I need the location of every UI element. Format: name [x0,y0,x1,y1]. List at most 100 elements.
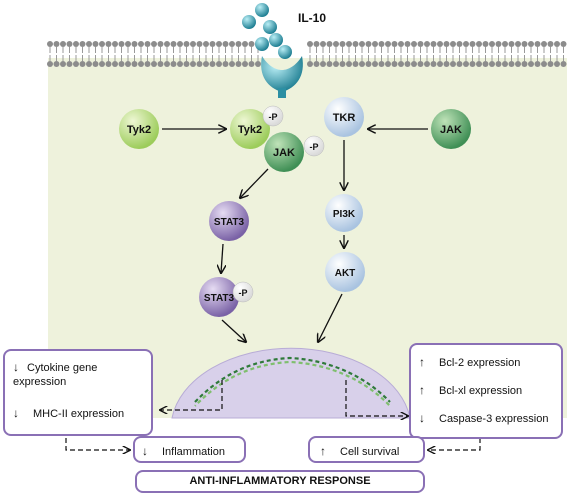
svg-text:STAT3: STAT3 [214,217,245,228]
lipid-head [443,61,450,67]
lipid-head [248,41,255,47]
lipid-head [53,61,60,67]
svg-text:STAT3: STAT3 [204,293,235,304]
svg-text:JAK: JAK [440,124,462,136]
lipid-head [450,61,456,67]
lipid-head [125,41,131,47]
il10-label: IL-10 [298,11,326,25]
lipid-head [105,61,112,67]
dashed-connectors [65,380,481,450]
lipid-head [170,41,177,47]
lipid-head [177,61,183,67]
lipid-head [222,61,229,67]
lipid-head [79,41,86,47]
lipid-head [73,61,79,67]
svg-text:JAK: JAK [273,147,295,159]
dash-nucleus-to-left [160,380,223,410]
lipid-head [437,41,443,47]
phospho-tyk2: -P [262,105,284,127]
lipid-head [476,41,482,47]
lipid-head [430,41,437,47]
lipid-head [495,61,502,67]
lipid-head [417,61,424,67]
lipid-head [489,41,495,47]
lipid-head [47,41,53,47]
dash-left-to-inflammation [65,438,130,450]
lipid-head [339,41,346,47]
lipid-head [138,41,144,47]
lipid-head [378,61,385,67]
lipid-head [385,41,391,47]
cytokine-gene-line: ↓Cytokine gene [13,360,98,374]
lipid-head [508,61,515,67]
lipid-head [378,41,385,47]
arrow-stat3-to-stat3 [221,243,223,273]
lipid-head [222,41,229,47]
lipid-head [411,61,417,67]
lipid-head [521,41,528,47]
lipid-head [203,41,209,47]
svg-text:AKT: AKT [335,268,356,279]
lipid-head [118,41,125,47]
lipid-head [144,41,151,47]
lipid-head [560,41,567,47]
lipid-head [404,41,411,47]
lipid-head [528,41,534,47]
svg-text:-P: -P [310,142,319,152]
tkr-node: TKR [324,97,364,137]
lipid-head [112,41,118,47]
arrow-jak-to-stat3 [240,168,269,198]
lipid-head [92,41,99,47]
phospho-jak: -P [303,135,325,157]
up-arrow-icon: ↑ [419,383,425,397]
dash-right-to-survival [428,438,481,450]
lipid-head [333,61,339,67]
cytokine-gene-line-2: expression [13,376,67,388]
lipid-head [307,61,313,67]
lipid-head [352,61,359,67]
lipid-head [242,61,248,67]
arrow-akt-to-nucleus [318,293,343,342]
lipid-head [482,41,489,47]
lipid-head [105,41,112,47]
lipid-head [229,41,235,47]
lipid-head [144,61,151,67]
lipid-head [502,41,508,47]
cell-membrane [47,41,567,67]
tyk2-left-node: Tyk2 [119,109,159,149]
lipid-head [469,61,476,67]
svg-text:Tyk2: Tyk2 [238,124,262,136]
lipid-head [365,41,372,47]
lipid-head [346,41,352,47]
lipid-head [203,61,209,67]
lipid-head [417,41,424,47]
jak-center-node: JAK [264,132,304,172]
il10-receptor [261,56,303,98]
lipid-head [66,41,73,47]
lipid-head [183,61,190,67]
lipid-head [326,61,333,67]
lipid-head [372,61,378,67]
lipid-head [164,61,170,67]
right-effects-box: ↑Bcl-2 expression ↑Bcl-xl expression ↓Ca… [409,343,563,439]
lipid-head [437,61,443,67]
jak-right-node: JAK [431,109,471,149]
lipid-head [53,41,60,47]
lipid-head [79,61,86,67]
lipid-head [157,41,164,47]
response-label: ANTI-INFLAMMATORY RESPONSE [189,475,371,487]
lipid-head [528,61,534,67]
lipid-head [73,41,79,47]
lipid-head [60,61,66,67]
lipid-head [482,61,489,67]
stat3-top-node: STAT3 [209,201,249,241]
lipid-head [515,41,521,47]
lipid-head [398,41,404,47]
lipid-head [359,41,365,47]
lipid-head [365,61,372,67]
bclxl-line: ↑Bcl-xl expression [419,383,523,397]
lipid-head [502,61,508,67]
inflammation-line: ↓Inflammation [142,444,225,458]
lipid-head [430,61,437,67]
lipid-head [248,61,255,67]
